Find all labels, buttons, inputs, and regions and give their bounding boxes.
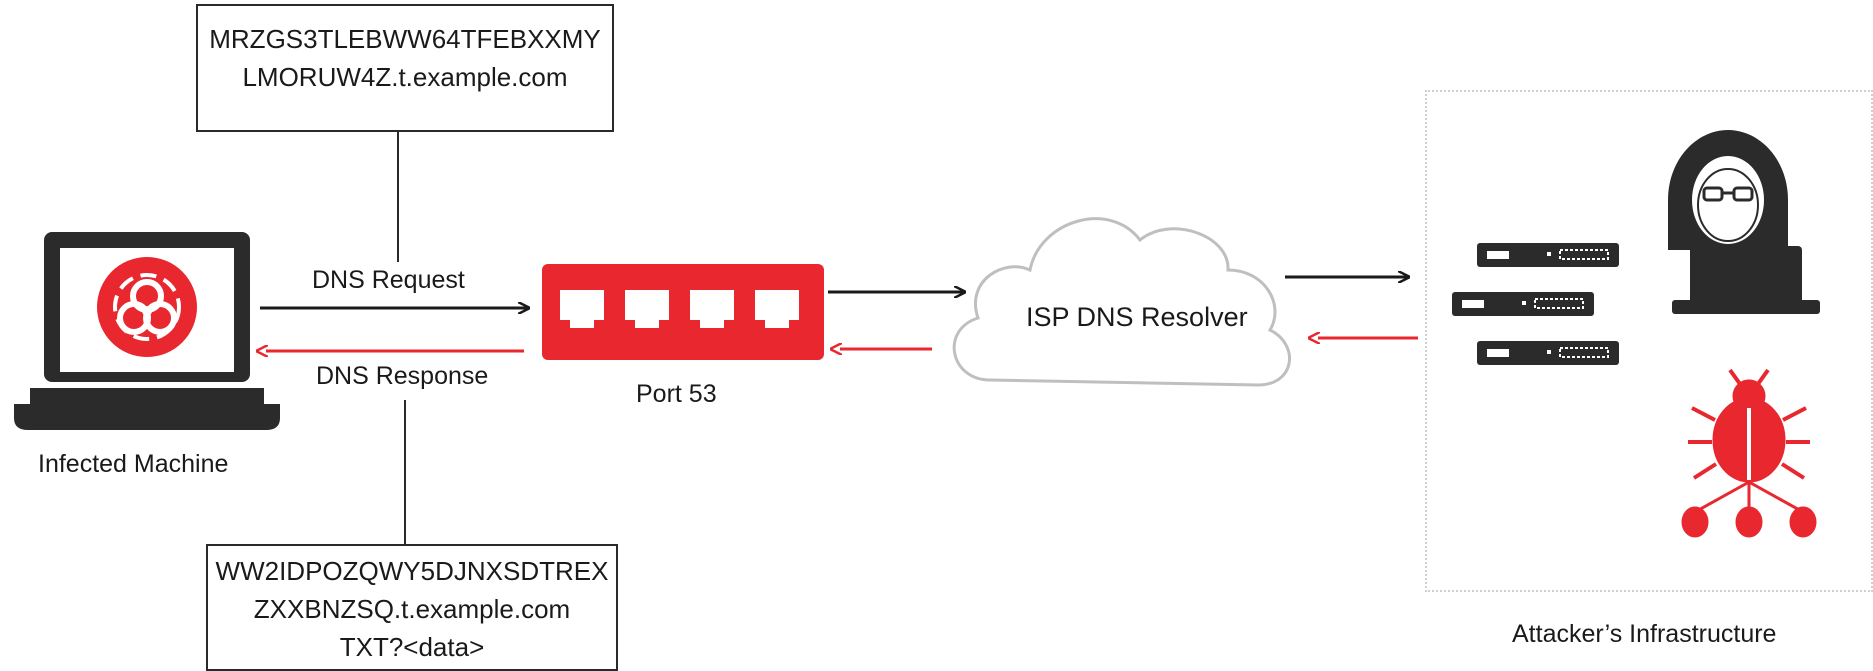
port-label: Port 53 — [636, 380, 717, 408]
dns-request-label: DNS Request — [312, 266, 465, 294]
biohazard-icon — [97, 257, 197, 357]
response-payload-line2: ZXXBNZSQ.t.example.com — [253, 594, 571, 624]
dns-response-payload-box: WW2IDPOZQWY5DJNXSDTREX ZXXBNZSQ.t.exampl… — [206, 544, 618, 671]
response-payload-line3: TXT?<data> — [339, 632, 485, 662]
response-payload-line1: WW2IDPOZQWY5DJNXSDTREX — [215, 556, 609, 586]
resolver-label: ISP DNS Resolver — [1026, 302, 1248, 332]
request-payload-line1: MRZGS3TLEBWW64TFEBXXMY — [209, 24, 601, 54]
bug-icon — [1681, 368, 1817, 538]
hacker-icon — [1668, 130, 1820, 314]
dns-response-label: DNS Response — [316, 362, 489, 390]
switch-icon — [542, 264, 824, 360]
cloud-icon — [952, 217, 1291, 387]
request-payload-line2: LMORUW4Z.t.example.com — [242, 62, 568, 92]
attacker-infrastructure-label: Attacker’s Infrastructure — [1512, 620, 1777, 648]
infected-machine-label: Infected Machine — [38, 450, 229, 478]
attacker-infrastructure-frame — [1425, 90, 1873, 592]
server-icon — [1452, 243, 1619, 365]
dns-request-payload-box: MRZGS3TLEBWW64TFEBXXMY LMORUW4Z.t.exampl… — [196, 4, 614, 132]
